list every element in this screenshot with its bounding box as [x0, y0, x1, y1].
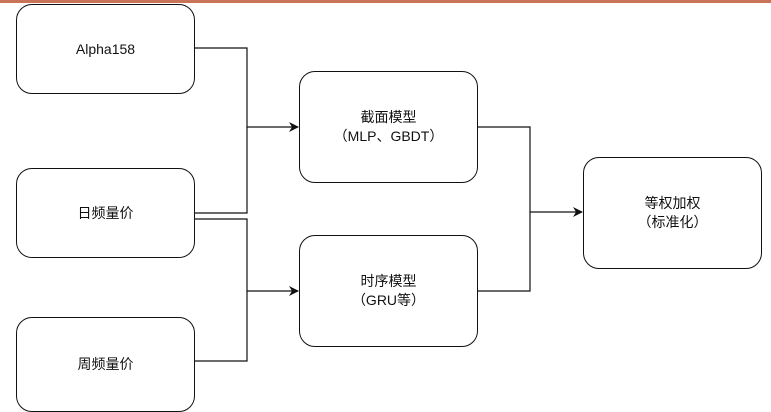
node-equal-weight-ensemble[interactable]: 等权加权 （标准化）: [583, 157, 762, 269]
node-weekly-label: 周频量价: [77, 356, 134, 372]
node-weekly-price-volume[interactable]: 周频量价: [16, 317, 195, 412]
node-time-series-title: 时序模型: [360, 273, 417, 289]
edge-cross-section-to-ensemble: [478, 126, 583, 217]
edge-time-series-to-ensemble: [478, 212, 531, 292]
node-ensemble-title: 等权加权: [644, 195, 701, 211]
node-alpha158-label: Alpha158: [75, 40, 136, 57]
edge-daily-to-cross-section: [195, 127, 248, 214]
edge-weekly-to-time-series: [195, 291, 248, 362]
edge-daily-to-time-series: [195, 218, 299, 296]
node-ensemble-subtitle: （标准化）: [637, 214, 708, 230]
node-cross-section-model[interactable]: 截面模型 （MLP、GBDT）: [299, 71, 478, 183]
top-accent-bar: [0, 0, 771, 3]
node-alpha158[interactable]: Alpha158: [16, 4, 195, 94]
node-cross-section-title: 截面模型: [360, 109, 417, 125]
node-daily-label: 日频量价: [77, 204, 134, 221]
node-time-series-subtitle: （GRU等）: [351, 292, 426, 308]
node-daily-price-volume[interactable]: 日频量价: [16, 168, 195, 258]
node-time-series-model[interactable]: 时序模型 （GRU等）: [299, 235, 478, 347]
edge-alpha158-to-cross-section: [195, 47, 299, 132]
node-cross-section-subtitle: （MLP、GBDT）: [333, 128, 444, 144]
